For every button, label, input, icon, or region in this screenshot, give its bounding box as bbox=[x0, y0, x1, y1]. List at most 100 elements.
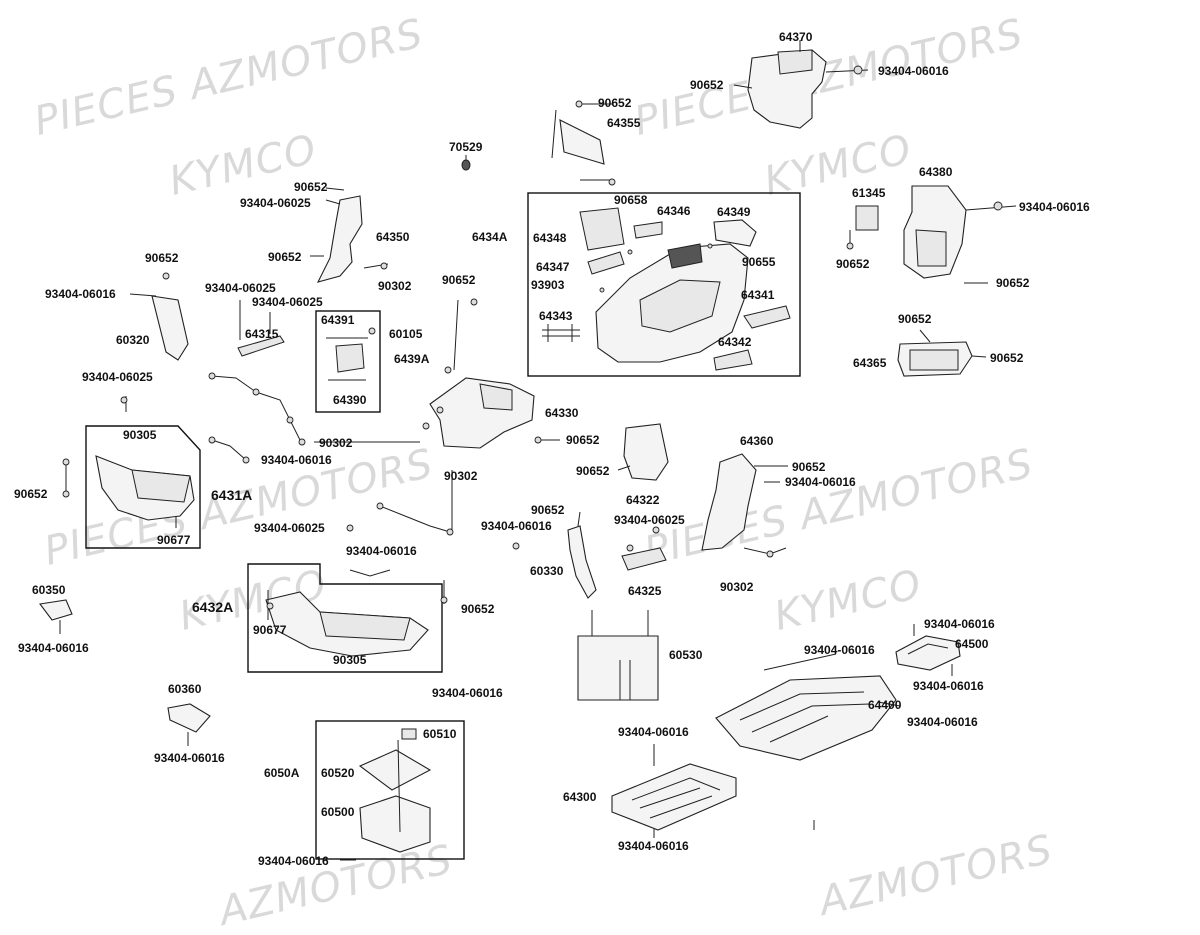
label-60500: 60500 bbox=[321, 805, 355, 819]
part-60530-shape bbox=[577, 635, 659, 701]
label-93404-06016: 93404-06016 bbox=[258, 854, 329, 868]
part-64341-shape bbox=[743, 305, 791, 329]
group-box-6432A bbox=[247, 563, 443, 673]
label-60530: 60530 bbox=[669, 648, 703, 662]
label-64330: 64330 bbox=[545, 406, 579, 420]
part-64348-shape bbox=[579, 207, 625, 251]
label-93404-06016: 93404-06016 bbox=[481, 519, 552, 533]
label-93404-06016: 93404-06016 bbox=[45, 287, 116, 301]
label-93903: 93903 bbox=[531, 278, 565, 292]
part-60360-shape bbox=[167, 703, 211, 733]
part-60330-shape bbox=[567, 525, 597, 599]
label-64341: 64341 bbox=[741, 288, 775, 302]
label-93404-06025: 93404-06025 bbox=[254, 521, 325, 535]
label-90677: 90677 bbox=[157, 533, 191, 547]
part-6434A-window bbox=[639, 279, 721, 333]
group-box-6439A bbox=[315, 310, 381, 413]
label-6434A: 6434A bbox=[472, 230, 508, 244]
part-61345-shape bbox=[855, 205, 879, 231]
label-90652: 90652 bbox=[442, 273, 476, 287]
part-64500-shape bbox=[895, 635, 961, 671]
label-90652: 90652 bbox=[690, 78, 724, 92]
label-60330: 60330 bbox=[530, 564, 564, 578]
label-90677: 90677 bbox=[253, 623, 287, 637]
label-90302: 90302 bbox=[720, 580, 754, 594]
label-64343: 64343 bbox=[539, 309, 573, 323]
label-64347: 64347 bbox=[536, 260, 570, 274]
part-60520-shape bbox=[358, 749, 432, 791]
label-60510: 60510 bbox=[423, 727, 457, 741]
label-90658: 90658 bbox=[614, 193, 648, 207]
label-64300: 64300 bbox=[563, 790, 597, 804]
label-64349: 64349 bbox=[717, 205, 751, 219]
label-6050A: 6050A bbox=[264, 766, 300, 780]
part-64349-shape bbox=[713, 219, 757, 247]
part-64322-shape bbox=[623, 423, 669, 481]
label-64390: 64390 bbox=[333, 393, 367, 407]
label-90302: 90302 bbox=[319, 436, 353, 450]
label-93404-06016: 93404-06016 bbox=[618, 725, 689, 739]
label-64500: 64500 bbox=[955, 637, 989, 651]
part-64315-shape bbox=[237, 335, 285, 357]
label-90652: 90652 bbox=[576, 464, 610, 478]
part-64325-shape bbox=[621, 547, 667, 571]
label-90652: 90652 bbox=[461, 602, 495, 616]
label-64365: 64365 bbox=[853, 356, 887, 370]
label-93404-06016: 93404-06016 bbox=[1019, 200, 1090, 214]
label-93404-06016: 93404-06016 bbox=[907, 715, 978, 729]
label-6431A: 6431A bbox=[211, 487, 253, 503]
label-90655: 90655 bbox=[742, 255, 776, 269]
harness-line-2 bbox=[379, 505, 451, 533]
part-64390-shape bbox=[335, 343, 365, 373]
label-93404-06016: 93404-06016 bbox=[154, 751, 225, 765]
part-64360-shape bbox=[701, 453, 757, 551]
part-64370-detail bbox=[777, 49, 813, 75]
label-93404-06016: 93404-06016 bbox=[432, 686, 503, 700]
label-90652: 90652 bbox=[898, 312, 932, 326]
parts-drawing bbox=[39, 40, 1017, 861]
label-90652: 90652 bbox=[145, 251, 179, 265]
label-61345: 61345 bbox=[852, 186, 886, 200]
label-64380: 64380 bbox=[919, 165, 953, 179]
label-60520: 60520 bbox=[321, 766, 355, 780]
label-6439A: 6439A bbox=[394, 352, 430, 366]
label-90652: 90652 bbox=[531, 503, 565, 517]
label-93404-06016: 93404-06016 bbox=[804, 643, 875, 657]
part-60320-shape bbox=[151, 295, 189, 361]
label-93404-06016: 93404-06016 bbox=[261, 453, 332, 467]
label-64360: 64360 bbox=[740, 434, 774, 448]
label-60350: 60350 bbox=[32, 583, 66, 597]
label-93404-06016: 93404-06016 bbox=[913, 679, 984, 693]
label-70529: 70529 bbox=[449, 140, 483, 154]
label-93404-06025: 93404-06025 bbox=[252, 295, 323, 309]
part-64347-shape bbox=[587, 251, 625, 275]
part-60350-shape bbox=[39, 599, 73, 621]
label-64370: 64370 bbox=[779, 30, 813, 44]
label-93404-06016: 93404-06016 bbox=[618, 839, 689, 853]
label-93404-06025: 93404-06025 bbox=[614, 513, 685, 527]
harness-line bbox=[211, 375, 301, 441]
part-64355-shape bbox=[559, 119, 605, 165]
label-90302: 90302 bbox=[378, 279, 412, 293]
label-90652: 90652 bbox=[990, 351, 1024, 365]
part-64400-shape bbox=[715, 675, 897, 761]
label-93404-06016: 93404-06016 bbox=[785, 475, 856, 489]
label-64391: 64391 bbox=[321, 313, 355, 327]
label-64325: 64325 bbox=[628, 584, 662, 598]
label-90305: 90305 bbox=[123, 428, 157, 442]
part-64350-shape bbox=[316, 195, 363, 283]
label-90652: 90652 bbox=[268, 250, 302, 264]
group-box-6431A bbox=[85, 425, 201, 549]
label-64348: 64348 bbox=[533, 231, 567, 245]
label-64342: 64342 bbox=[718, 335, 752, 349]
label-64350: 64350 bbox=[376, 230, 410, 244]
label-90652: 90652 bbox=[294, 180, 328, 194]
label-60320: 60320 bbox=[116, 333, 150, 347]
part-60500-shape bbox=[359, 795, 431, 853]
label-90652: 90652 bbox=[598, 96, 632, 110]
label-93404-06016: 93404-06016 bbox=[924, 617, 995, 631]
label-64322: 64322 bbox=[626, 493, 660, 507]
label-93404-06016: 93404-06016 bbox=[346, 544, 417, 558]
parts-diagram: PIECES AZMOTORS KYMCO PIECES AZMOTORS KY… bbox=[14, 11, 1090, 935]
label-6432A: 6432A bbox=[192, 599, 234, 615]
